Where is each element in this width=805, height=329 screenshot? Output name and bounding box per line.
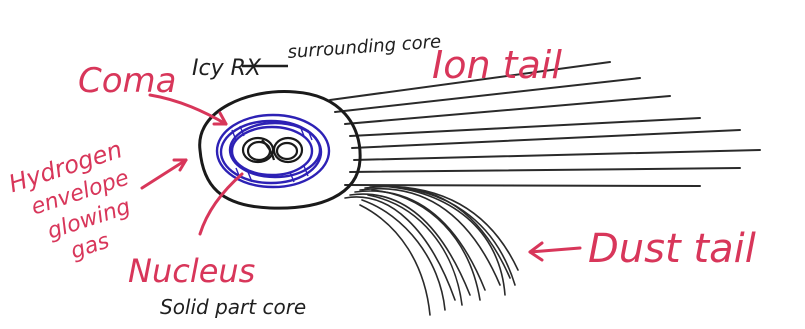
coma-label: Coma — [78, 61, 177, 101]
nucleus-note: Solid part core — [160, 295, 306, 319]
dust-tail-label: Dust tail — [588, 226, 756, 272]
nucleus-label: Nucleus — [128, 252, 255, 290]
nucleus-scribble-icon — [243, 138, 302, 162]
core-label-struck: Icy RX — [192, 56, 262, 81]
dust-tail-strands — [345, 186, 518, 315]
nucleus-arrow-icon — [200, 174, 242, 234]
hydrogen-arrow-icon — [142, 160, 186, 188]
dust-tail-arrow-icon — [530, 248, 580, 252]
ion-tail-label: Ion tail — [432, 43, 562, 87]
core-label: surrounding core — [287, 31, 442, 63]
